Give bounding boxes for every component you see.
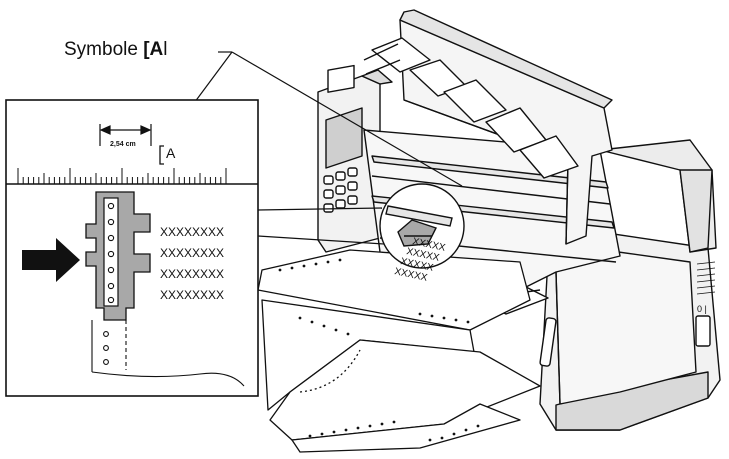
symbol-callout-label: Symbole [Al bbox=[64, 40, 168, 59]
tractor-pins bbox=[107, 202, 115, 304]
cover-paper-guides bbox=[371, 37, 579, 179]
magnifier-leader-lines bbox=[257, 207, 385, 245]
inset-text-row-4: XXXXXXXX bbox=[160, 288, 224, 302]
inset-detail: 2,54 cm A XXXXXXXX XXXXXXXX XXXXXXXX XXX… bbox=[5, 99, 259, 397]
inset-text-row-1: XXXXXXXX bbox=[160, 225, 224, 239]
callout-symbol-letter: A bbox=[149, 39, 164, 60]
inset-text-row-2: XXXXXXXX bbox=[160, 246, 224, 260]
callout-symbol-tail: l bbox=[163, 39, 168, 60]
inset-text-rows: XXXXXXXX XXXXXXXX XXXXXXXX XXXXXXXX bbox=[160, 225, 224, 302]
magnifier-circle: XXXXX XXXXX XXXXX XXXXX bbox=[379, 183, 465, 284]
printer-body: 0 | bbox=[317, 9, 721, 431]
ruler-symbol-bracket bbox=[159, 145, 164, 165]
inset-text-row-3: XXXXXXXX bbox=[160, 267, 224, 281]
fanfold-paper bbox=[257, 249, 541, 453]
inset-paper bbox=[91, 320, 245, 387]
paper-sprocket-holes bbox=[278, 258, 480, 442]
callout-symbol-bracket: [ bbox=[143, 39, 150, 60]
insertion-arrow-icon bbox=[22, 238, 80, 282]
callout-text: Symbole bbox=[64, 39, 138, 60]
ruler-symbol-letter: A bbox=[166, 145, 176, 161]
power-switch-label: 0 | bbox=[697, 304, 707, 314]
control-panel-buttons bbox=[323, 167, 358, 213]
ruler bbox=[6, 168, 258, 185]
vent-grille bbox=[696, 261, 716, 295]
ruler-measure-label: 2,54 cm bbox=[110, 141, 136, 148]
ruler-measure bbox=[99, 124, 152, 146]
